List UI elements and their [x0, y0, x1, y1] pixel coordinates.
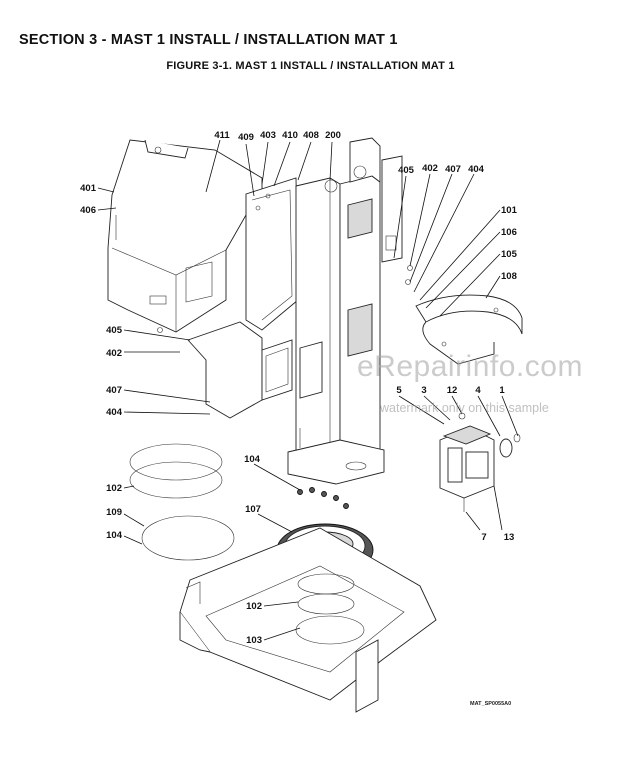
- figure-title: FIGURE 3-1. MAST 1 INSTALL / INSTALLATIO…: [166, 60, 455, 72]
- callout-402-upper: 402: [422, 163, 438, 174]
- cable-guide-108: [415, 294, 523, 365]
- leader-lines: [97, 139, 519, 641]
- callout-105: 105: [501, 249, 518, 260]
- callout-405-upper: 405: [398, 165, 415, 176]
- callout-409: 409: [238, 132, 254, 143]
- bolt-ring-lower-102: [297, 573, 355, 615]
- callout-5: 5: [396, 385, 402, 396]
- mounting-bracket: [187, 321, 293, 419]
- callout-108: 108: [501, 271, 517, 282]
- callout-107: 107: [245, 504, 261, 515]
- callout-13: 13: [504, 532, 515, 543]
- callout-411: 411: [214, 130, 230, 141]
- rear-cover-411: [107, 139, 263, 333]
- callout-103: 103: [246, 635, 262, 646]
- callout-404-upper: 404: [468, 164, 485, 175]
- watermark-note: watermark only on this sample: [380, 401, 549, 415]
- watermark-site: eRepairinfo.com: [357, 350, 583, 383]
- callout-4: 4: [475, 385, 481, 396]
- callout-104-upper: 104: [244, 454, 261, 465]
- callout-labels: 411 409 403 410 408 200 401 406 405 402 …: [80, 130, 517, 646]
- callout-404-left: 404: [106, 407, 123, 418]
- callout-109: 109: [106, 507, 122, 518]
- bolt-ring-upper-102: [129, 443, 223, 499]
- callout-406: 406: [80, 205, 96, 216]
- chassis-frame: [179, 527, 437, 713]
- callout-408: 408: [303, 130, 319, 141]
- callout-200: 200: [325, 130, 341, 141]
- callout-407-left: 407: [106, 385, 122, 396]
- callout-401: 401: [80, 183, 97, 194]
- callout-104-left: 104: [106, 530, 123, 541]
- mast-200: [287, 137, 385, 485]
- callout-402-left: 402: [106, 348, 122, 359]
- callout-403: 403: [260, 130, 276, 141]
- callout-12: 12: [447, 385, 458, 396]
- callout-102-lower: 102: [246, 601, 262, 612]
- callout-1: 1: [499, 385, 505, 396]
- washer-ring-109: [141, 515, 235, 561]
- callout-410: 410: [282, 130, 298, 141]
- callout-407-upper: 407: [445, 164, 461, 175]
- side-panel-409: [245, 177, 299, 331]
- callout-101: 101: [501, 205, 518, 216]
- callout-3: 3: [421, 385, 426, 396]
- callout-102-upper: 102: [106, 483, 122, 494]
- callout-7: 7: [481, 532, 486, 543]
- callout-106: 106: [501, 227, 517, 238]
- art-code: MAT_SP0055A0: [470, 701, 512, 707]
- callout-405-left: 405: [106, 325, 123, 336]
- drive-gearbox-13: [439, 412, 521, 512]
- section-title: SECTION 3 - MAST 1 INSTALL / INSTALLATIO…: [19, 32, 398, 48]
- bolt-cluster-104: [297, 487, 349, 509]
